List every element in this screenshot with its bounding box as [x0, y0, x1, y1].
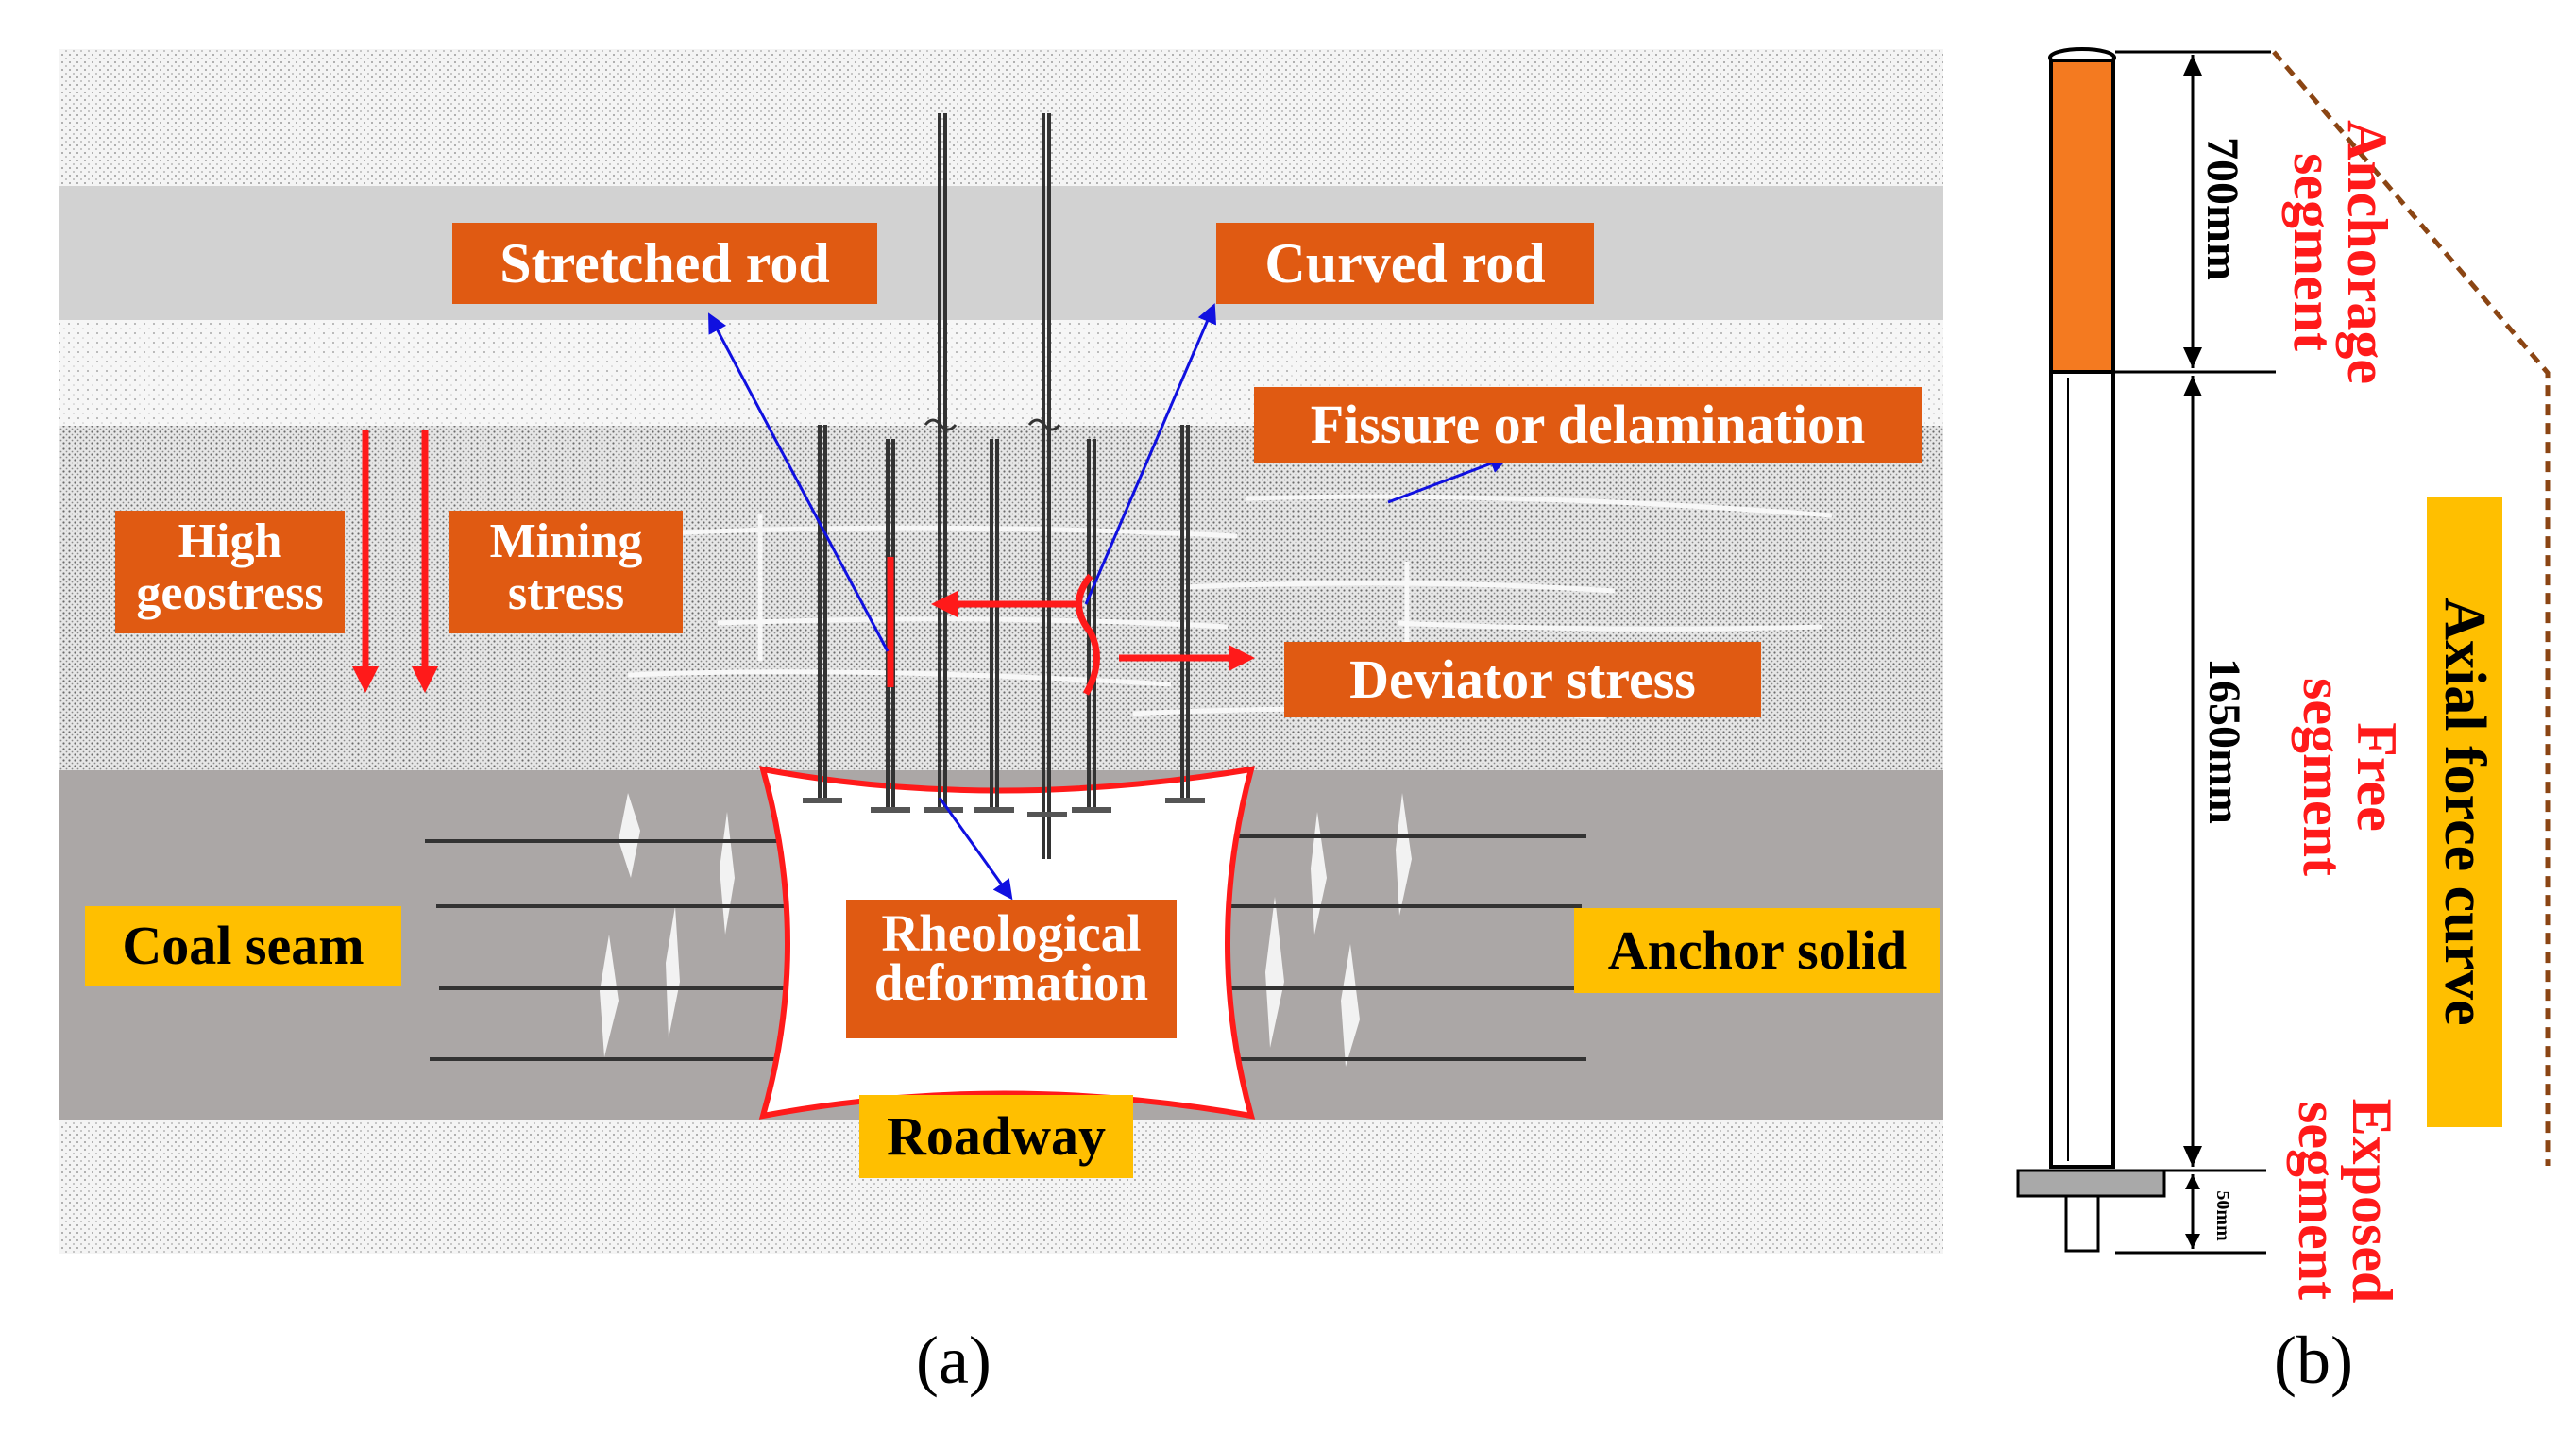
rheological-deformation-label: Rheological deformation	[846, 900, 1177, 1038]
fissure-lines	[627, 494, 1833, 720]
caption-a: (a)	[916, 1322, 991, 1398]
anchor-solid-label: Anchor solid	[1574, 908, 1940, 993]
high-geostress-label: High geostress	[115, 511, 345, 633]
side-bolts	[425, 834, 1586, 1061]
break-marks	[924, 418, 1061, 431]
gray-stratum	[59, 186, 1943, 320]
top-stratum	[59, 49, 1943, 186]
free-dimension: 1650mm	[2199, 658, 2249, 824]
free-segment-label: Free segment	[2292, 678, 2408, 876]
roadway-label: Roadway	[859, 1095, 1133, 1178]
free-segment-rod	[2049, 370, 2115, 1169]
coal-cracks	[600, 793, 1412, 1067]
exposed-dimension: 50mm	[2212, 1190, 2233, 1241]
anchorage-dimension: 700mm	[2197, 137, 2247, 280]
bearing-plate	[2016, 1169, 2166, 1198]
anchorage-segment-rod	[2049, 59, 2115, 374]
rheological-pointer	[938, 797, 1013, 901]
stretched-rod-label: Stretched rod	[452, 223, 877, 304]
fissure-label: Fissure or delamination	[1254, 387, 1922, 463]
stress-arrows	[352, 430, 1255, 696]
axial-force-curve-label	[2427, 497, 2502, 1127]
stretched-rod-pointer	[708, 312, 890, 652]
curved-rod-label: Curved rod	[1216, 223, 1594, 304]
axial-force-curve-text: Axial force curve	[2432, 598, 2497, 1026]
anchorage-segment-label: Anchorage segment	[2282, 120, 2398, 384]
curved-rod-pointer	[1084, 303, 1217, 605]
coal-seam-label: Coal seam	[85, 906, 401, 986]
fissure-pointer	[1387, 454, 1510, 504]
pointer-lines	[708, 303, 1510, 901]
roof-bolts	[818, 113, 1190, 859]
dimension-lines	[2115, 50, 2276, 1255]
roof-bolt-plates	[803, 798, 1205, 817]
dimension-arrowheads	[2183, 55, 2202, 1249]
caption-b: (b)	[2274, 1322, 2353, 1398]
deviator-stress-label: Deviator stress	[1284, 642, 1761, 717]
rod-schematic	[2016, 47, 2166, 1253]
exposed-segment-rod	[2064, 1194, 2100, 1253]
axial-force-curve-line	[2272, 50, 2551, 1166]
exposed-segment-label: Exposed segment	[2287, 1098, 2403, 1304]
mining-stress-label: Mining stress	[449, 511, 683, 633]
curved-rod-highlight	[1076, 573, 1100, 696]
